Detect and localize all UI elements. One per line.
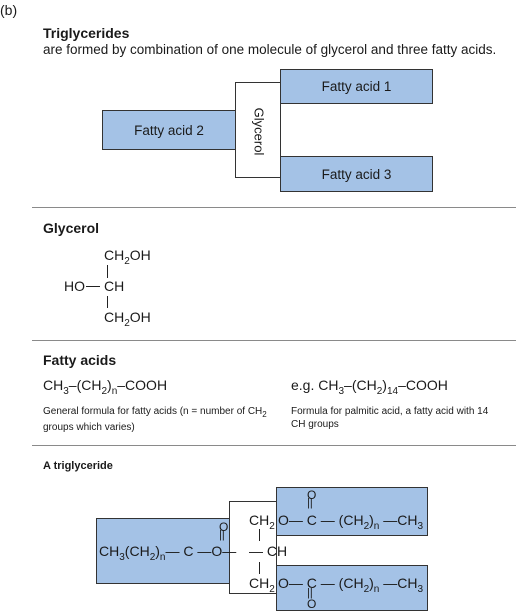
fatty-acid-3-label: Fatty acid 3 — [321, 166, 392, 182]
example-caption: Formula for palmitic acid, a fatty acid … — [291, 406, 489, 430]
top-chain-formula: O— C — (CH2)n —CH3 — [278, 512, 424, 532]
glycerol-ho: HO — [64, 278, 85, 294]
fatty-acid-chain-bottom — [276, 565, 428, 611]
fatty-acids-title: Fatty acids — [43, 352, 117, 368]
bond-line — [259, 562, 260, 574]
glycerol-block: Glycerol — [235, 82, 281, 178]
glycerol-ch2oh-top: CH2OH — [104, 247, 151, 267]
glycerol-ch: CH — [104, 278, 125, 294]
divider — [32, 445, 516, 446]
fatty-acid-2-label: Fatty acid 2 — [134, 122, 204, 138]
double-bond: || — [219, 529, 225, 541]
triglycerides-description: are formed by combination of one molecul… — [43, 42, 497, 57]
fatty-acid-chain-top — [276, 487, 428, 536]
glycerol-ch2oh-bottom: CH2OH — [104, 309, 151, 329]
double-bond: || — [307, 587, 313, 599]
divider — [32, 207, 516, 208]
fatty-acid-1-label: Fatty acid 1 — [321, 79, 392, 94]
general-caption: General formula for fatty acids (n = num… — [43, 406, 267, 433]
double-bond: || — [307, 497, 313, 509]
carbonyl-o-bottom: O — [307, 597, 317, 611]
bond-line — [107, 265, 108, 278]
fatty-acid-3-block: Fatty acid 3 — [280, 156, 433, 192]
fatty-acid-1-block: Fatty acid 1 — [280, 69, 433, 104]
divider — [32, 340, 516, 341]
bond-line — [107, 296, 108, 308]
carbonyl-o-left: O — [219, 520, 229, 534]
general-formula: CH3–(CH2)n–COOH — [43, 377, 168, 397]
example-formula: e.g. CH3–(CH2)14–COOH — [291, 377, 448, 397]
backbone-ch2-top: CH2 — [249, 512, 275, 532]
fatty-acid-chain-left — [96, 518, 230, 584]
backbone-ch2-bottom: CH2 — [249, 575, 275, 595]
triglyceride-title: A triglyceride — [43, 460, 113, 472]
glycerol-label: Glycerol — [251, 107, 267, 155]
glycerol-title: Glycerol — [43, 220, 100, 236]
bond-line — [259, 529, 260, 541]
bottom-chain-formula: O— C — (CH2)n —CH3 — [278, 575, 424, 595]
triglycerides-title: Triglycerides — [43, 25, 130, 41]
fatty-acid-2-block: Fatty acid 2 — [102, 110, 236, 150]
bond-line — [86, 286, 100, 287]
carbonyl-o-top: O — [307, 488, 317, 502]
backbone-ch: — CH — [249, 543, 288, 559]
panel-label: (b) — [0, 2, 18, 18]
left-chain-formula: CH3(CH2)n— C —O— — [99, 543, 237, 563]
